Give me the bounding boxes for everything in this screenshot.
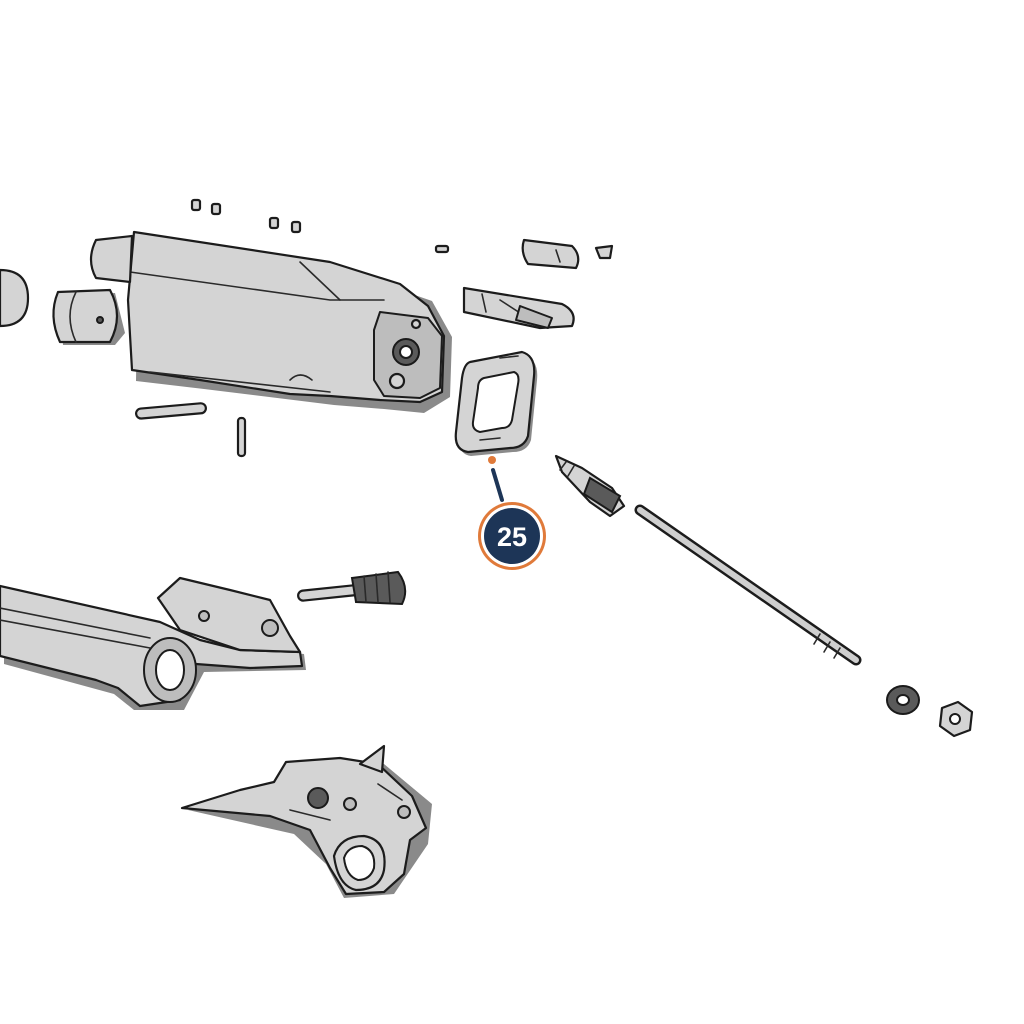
slide-button-part bbox=[521, 238, 580, 270]
end-cap-part bbox=[0, 268, 125, 345]
carrier-bracket-part bbox=[462, 286, 575, 330]
receiver-pins bbox=[135, 402, 247, 458]
callout-leader-line bbox=[491, 468, 504, 502]
small-screws-top bbox=[190, 198, 450, 254]
bolt-assembly-part bbox=[0, 576, 306, 710]
firing-pin-spring-part bbox=[297, 570, 407, 606]
callout-anchor-dot bbox=[488, 456, 496, 464]
trigger-group-part bbox=[180, 744, 432, 898]
washer-part bbox=[886, 685, 920, 715]
callout-25[interactable]: 25 bbox=[478, 456, 546, 570]
magazine-tube-rod-part bbox=[554, 454, 862, 666]
callout-label: 25 bbox=[497, 522, 527, 552]
screw-small-right bbox=[594, 244, 614, 260]
hex-nut-part bbox=[938, 700, 974, 738]
gasket-ring-part bbox=[454, 350, 538, 456]
receiver-part bbox=[89, 230, 452, 413]
callout-badge bbox=[484, 508, 540, 564]
